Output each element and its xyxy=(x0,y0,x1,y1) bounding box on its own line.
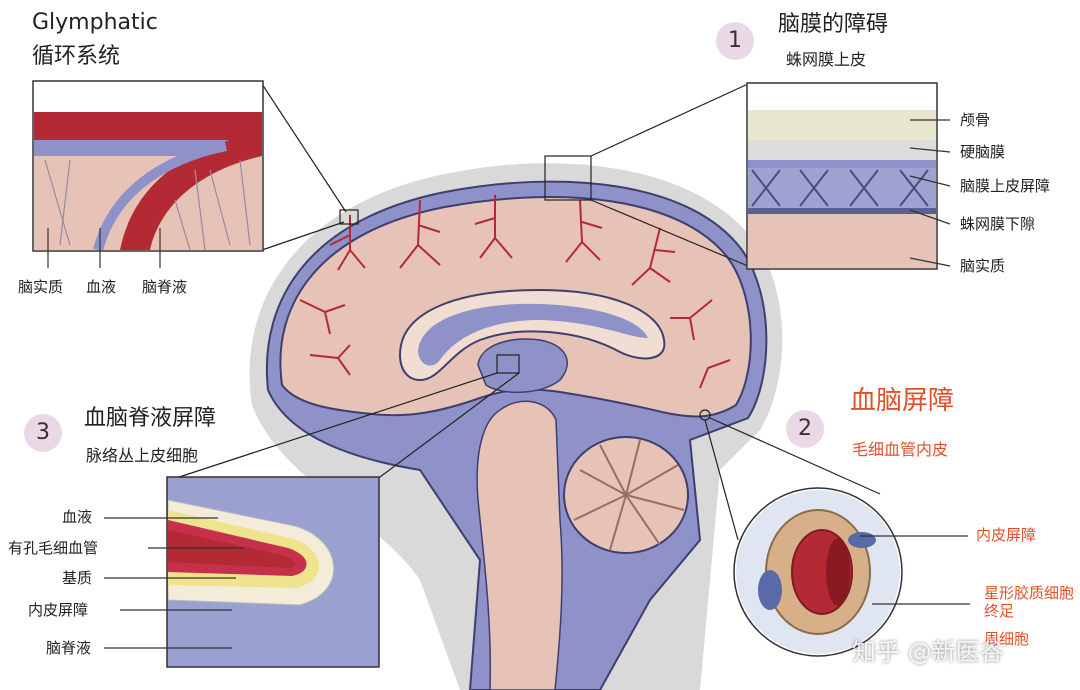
bcsf-label-endothelial: 内皮屏障 xyxy=(28,601,89,619)
glymphatic-title-zh: 循环系统 xyxy=(32,44,121,69)
cortical-vessels xyxy=(299,195,731,389)
bcsf-label-fenestrated: 有孔毛细血管 xyxy=(8,539,99,557)
meninges-label-parenchyma: 脑实质 xyxy=(960,257,1006,275)
leader-lines xyxy=(47,119,970,649)
meninges-title: 脑膜的障碍 xyxy=(778,12,889,37)
meninges-label-dura: 硬脑膜 xyxy=(960,143,1006,161)
bbb-label-astrocyte: 星形胶质细胞终足 xyxy=(984,584,1075,620)
lateral-ventricle xyxy=(418,303,648,366)
meninges-subtitle: 蛛网膜上皮 xyxy=(786,50,867,69)
bcsf-title: 血脑脊液屏障 xyxy=(84,406,217,431)
meninges-label-subarachnoid: 蛛网膜下隙 xyxy=(960,215,1036,233)
zoom-lines xyxy=(169,83,881,541)
watermark: 知乎 @新医谷 xyxy=(852,638,1004,666)
glymphatic-label-parenchyma: 脑实质 xyxy=(18,278,64,296)
meninges-label-skull: 颅骨 xyxy=(960,111,991,129)
bbb-subtitle: 毛细血管内皮 xyxy=(852,440,949,459)
bbb-label-endothelial: 内皮屏障 xyxy=(976,526,1037,544)
bbb-title: 血脑屏障 xyxy=(850,386,955,416)
bbb-number-badge: 2 xyxy=(786,410,824,448)
brainstem xyxy=(476,400,563,690)
bcsf-label-stroma: 基质 xyxy=(62,569,93,587)
meninges-label-barrier: 脑膜上皮屏障 xyxy=(960,177,1051,195)
third-ventricle xyxy=(477,338,569,393)
bcsf-subtitle: 脉络丛上皮细胞 xyxy=(86,446,199,465)
bcsf-number-badge: 3 xyxy=(24,414,62,452)
glymphatic-title-en: Glymphatic xyxy=(32,10,158,35)
meninges-number-badge: 1 xyxy=(716,22,754,60)
bbb-label-tail: 周细胞 xyxy=(984,630,1030,648)
bcsf-label-blood: 血液 xyxy=(62,508,93,526)
bcsf-label-csf: 脑脊液 xyxy=(46,639,92,657)
glymphatic-label-blood: 血液 xyxy=(86,278,117,296)
glymphatic-label-csf: 脑脊液 xyxy=(142,278,188,296)
